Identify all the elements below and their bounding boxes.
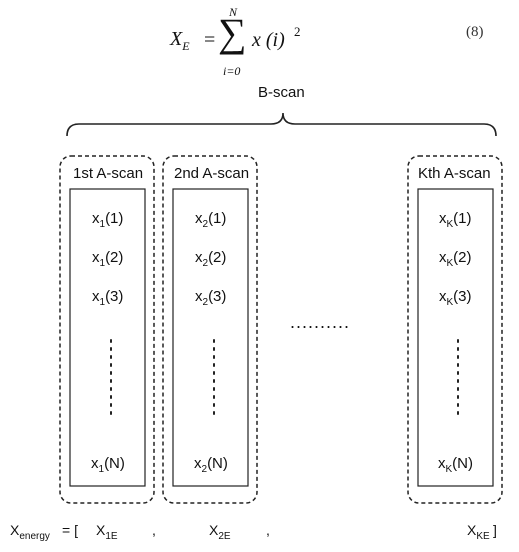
equation-number: (8) <box>466 24 484 40</box>
sample-entry: x1(1) <box>92 210 124 230</box>
sample-entry: x1(N) <box>91 455 125 475</box>
ascan-title: 2nd A-scan <box>174 165 250 182</box>
ascan-title: 1st A-scan <box>73 165 144 182</box>
sample-entry: x2(1) <box>195 210 227 230</box>
equation-lhs: XE <box>170 28 190 53</box>
ascan-k-dashed-box <box>407 155 503 504</box>
sample-entry: x2(N) <box>194 455 228 475</box>
sample-entry: x2(2) <box>195 249 227 269</box>
sample-entry: xK(3) <box>439 288 472 308</box>
ascan-1-inner-box <box>69 188 146 487</box>
ascan-1-dashed-box <box>59 155 155 504</box>
energy-item: XKE <box>467 522 490 542</box>
ascan-title: Kth A-scan <box>418 165 491 182</box>
bscan-label: B-scan <box>258 84 305 101</box>
sum-lower-limit: i=0 <box>223 64 241 78</box>
energy-vector-open: = [ <box>62 522 78 538</box>
sample-entry: x1(2) <box>92 249 124 269</box>
sample-entry: xK(2) <box>439 249 472 269</box>
equation-equals: = <box>204 29 216 51</box>
sum-upper-limit: N <box>229 5 238 19</box>
ascan-2-dashed-box <box>162 155 258 504</box>
sample-entry: x1(3) <box>92 288 124 308</box>
sample-entry: x2(3) <box>195 288 227 308</box>
energy-vector-label: Xenergy <box>10 522 50 542</box>
sample-entry: xK(N) <box>438 455 473 475</box>
energy-item: X2E <box>209 522 231 542</box>
ascan-k-inner-box <box>417 188 494 487</box>
equation-term: x (i) <box>252 29 285 51</box>
energy-item: X1E <box>96 522 118 542</box>
energy-vector-close: ] <box>493 522 497 538</box>
bscan-brace <box>66 112 497 137</box>
sample-entry: xK(1) <box>439 210 472 230</box>
energy-separator: , <box>152 522 156 538</box>
energy-separator: , <box>266 522 270 538</box>
equation-power: 2 <box>294 24 301 39</box>
sum-symbol: ∑ <box>218 10 247 55</box>
columns-ellipsis: .......... <box>290 312 351 332</box>
ascan-2-inner-box <box>172 188 249 487</box>
